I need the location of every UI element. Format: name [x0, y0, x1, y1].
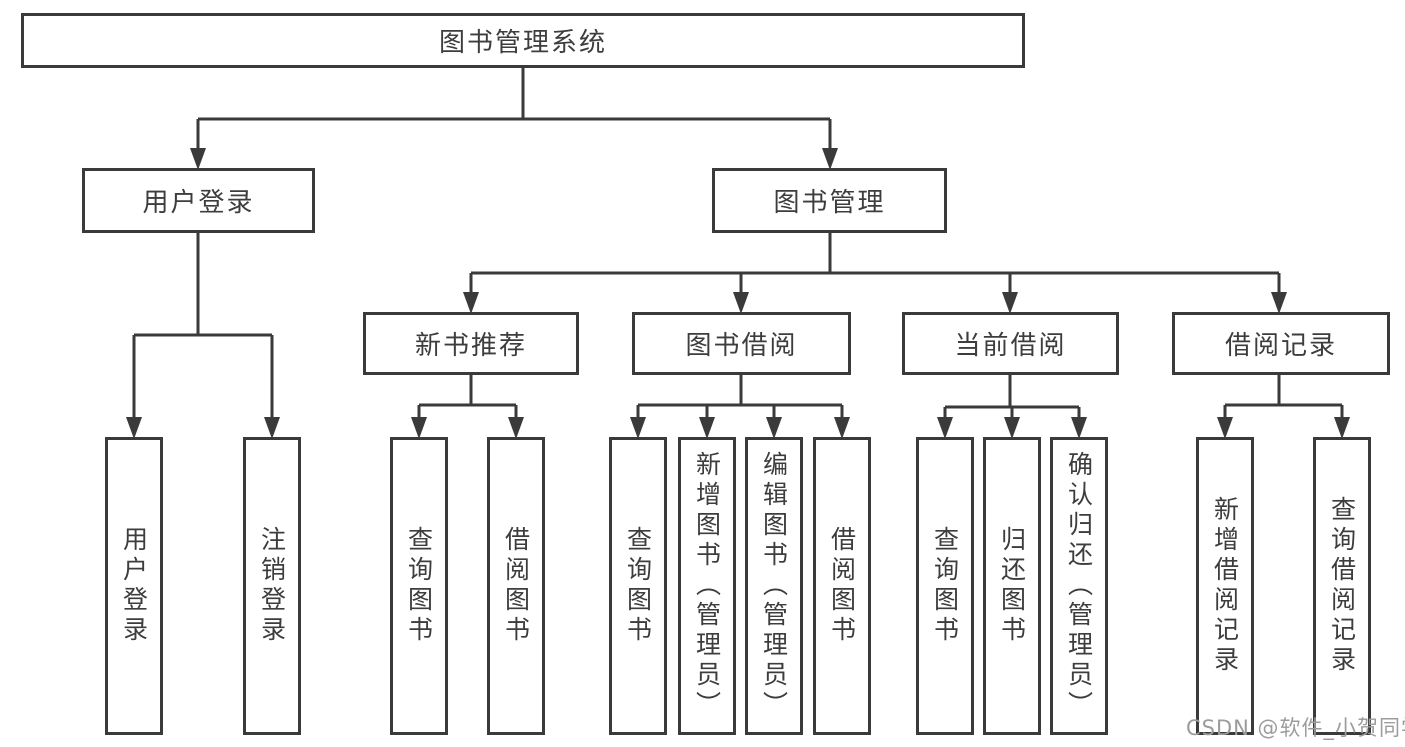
node-query-books-current: 查询图书 — [916, 437, 974, 735]
node-label: 图书管理系统 — [438, 28, 607, 58]
node-label: 注销登录 — [257, 526, 287, 646]
node-label: 当前借阅 — [954, 331, 1067, 361]
node-label: 新增图书（管理员） — [692, 451, 722, 721]
node-label: 用户登录 — [119, 526, 149, 646]
node-book-management-system: 图书管理系统 — [21, 13, 1025, 68]
node-borrow-books: 借阅图书 — [813, 437, 871, 735]
node-label: 用户登录 — [142, 188, 255, 218]
node-label: 图书借阅 — [685, 331, 798, 361]
arrowheads — [126, 148, 1350, 439]
node-label: 图书管理 — [773, 188, 886, 218]
csdn-watermark: CSDN @软件_小贺同学 — [1186, 716, 1405, 740]
node-return-books: 归还图书 — [983, 437, 1041, 735]
node-confirm-return-admin: 确认归还（管理员） — [1050, 437, 1108, 735]
node-label: 归还图书 — [997, 526, 1027, 646]
node-label: 编辑图书（管理员） — [759, 451, 789, 721]
node-label: 查询图书 — [930, 526, 960, 646]
node-book-borrowing: 图书借阅 — [632, 312, 851, 375]
node-user-login: 用户登录 — [105, 437, 163, 735]
node-label: 新增借阅记录 — [1210, 496, 1240, 676]
node-logout: 注销登录 — [243, 437, 301, 735]
node-book-management-group: 图书管理 — [712, 168, 947, 233]
node-label: 借阅图书 — [501, 526, 531, 646]
node-query-books-recommend: 查询图书 — [390, 437, 448, 735]
node-current-borrowing: 当前借阅 — [902, 312, 1119, 375]
node-add-books-admin: 新增图书（管理员） — [678, 437, 736, 735]
node-query-books-borrowing: 查询图书 — [609, 437, 667, 735]
node-new-book-recommendation: 新书推荐 — [363, 312, 579, 375]
node-label: 确认归还（管理员） — [1064, 451, 1094, 721]
node-label: 查询借阅记录 — [1327, 496, 1357, 676]
node-borrowing-records: 借阅记录 — [1172, 312, 1390, 375]
node-label: 查询图书 — [623, 526, 653, 646]
node-edit-books-admin: 编辑图书（管理员） — [745, 437, 803, 735]
node-borrow-books-recommend: 借阅图书 — [487, 437, 545, 735]
node-query-borrow-record: 查询借阅记录 — [1313, 437, 1371, 735]
node-label: 查询图书 — [404, 526, 434, 646]
node-label: 借阅记录 — [1224, 331, 1337, 361]
node-user-login-group: 用户登录 — [82, 168, 315, 233]
node-label: 借阅图书 — [827, 526, 857, 646]
node-add-borrow-record: 新增借阅记录 — [1196, 437, 1254, 735]
node-label: 新书推荐 — [414, 331, 527, 361]
